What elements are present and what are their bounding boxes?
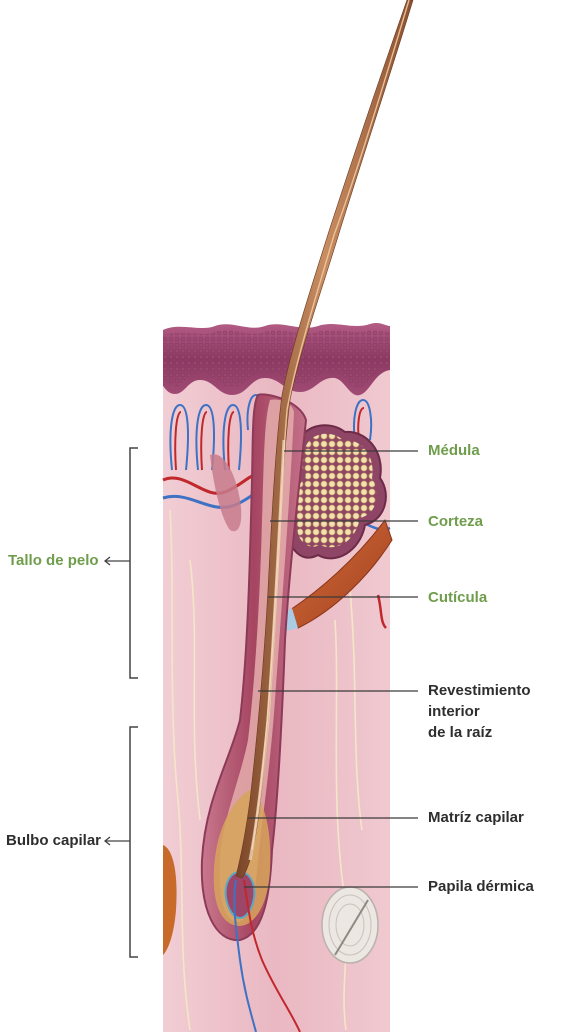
tallo-bracket: [130, 448, 138, 678]
label-tallo: Tallo de pelo: [8, 550, 99, 571]
pacinian-corpuscle: [322, 887, 378, 963]
label-corteza: Corteza: [428, 511, 483, 532]
label-revestimiento: Revestimiento interior de la raíz: [428, 680, 573, 743]
bulbo-arrow: [105, 837, 130, 845]
label-medula: Médula: [428, 440, 480, 461]
dermal-papilla: [226, 872, 255, 918]
label-revestimiento-line2: de la raíz: [428, 722, 573, 743]
label-matriz: Matríz capilar: [428, 807, 524, 828]
label-bulbo: Bulbo capilar: [6, 830, 101, 851]
label-papila: Papila dérmica: [428, 876, 534, 897]
label-revestimiento-line1: Revestimiento interior: [428, 680, 573, 722]
tallo-arrow: [105, 557, 130, 565]
label-cuticula: Cutícula: [428, 587, 487, 608]
bulbo-bracket: [130, 727, 138, 957]
